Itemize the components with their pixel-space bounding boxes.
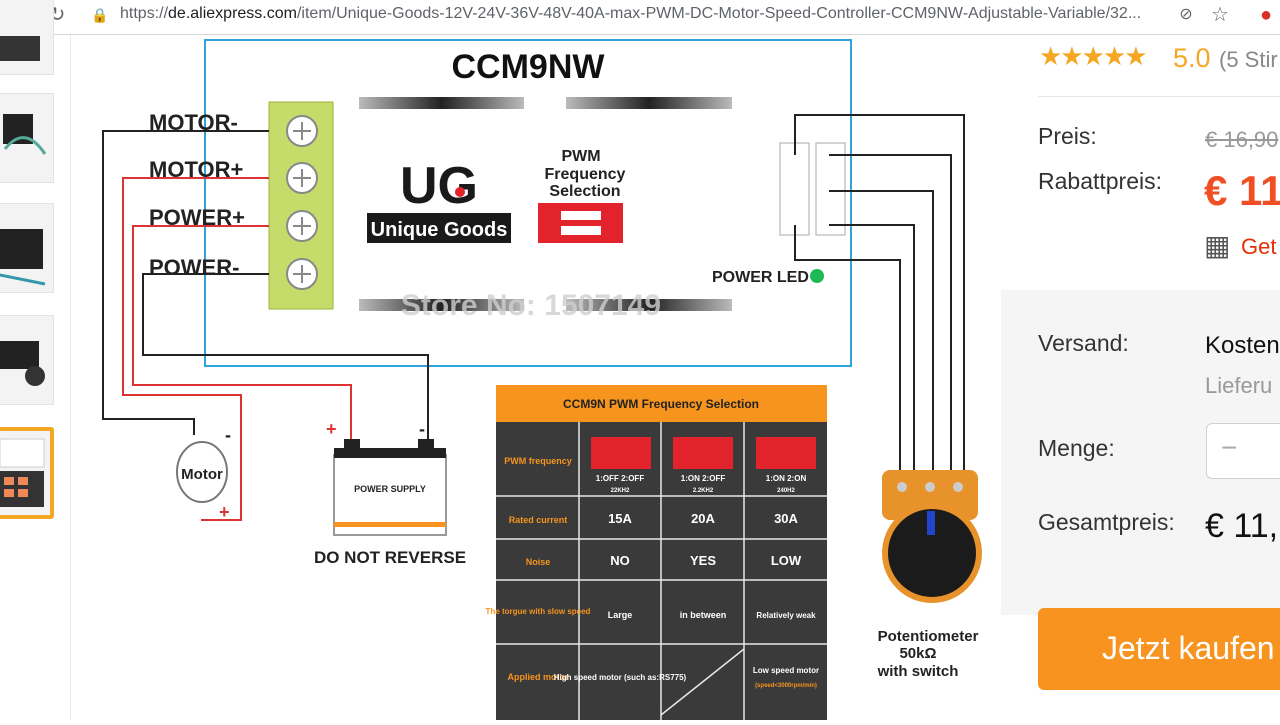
discount-label: Rabattpreis: [1038,168,1163,194]
thumbnail-2[interactable] [0,93,54,183]
brand-logo: UG [400,157,478,215]
current-cell-1: 15A [608,511,632,526]
thumbnail-1[interactable] [0,0,54,75]
get-coupon-link[interactable]: Get [1241,234,1277,259]
pwm-label-3: Selection [549,183,620,200]
pwm-label-2: Frequency [545,166,626,183]
brand-banner [367,213,511,243]
url-host: de.aliexpress.com [168,5,297,22]
total-label: Gesamtpreis: [1038,509,1175,535]
pot-label-3: with switch [877,663,959,680]
thumbnail-4[interactable] [0,315,54,405]
rating-stars-icon: ★★★★★ [1039,41,1148,71]
pot-label-2: 50kΩ [899,645,936,662]
table-title: CCM9N PWM Frequency Selection [563,397,759,411]
wiring-diagram: CCM9NW Store No: 1507149 MOTOR- MOTOR+ P… [102,39,982,720]
browser-toolbar: → ↻ 🔒 https://de.aliexpress.com/item/Uni… [0,0,1280,35]
rating-count[interactable]: (5 Stir [1219,47,1278,72]
original-price: € 16,90 [1205,127,1279,152]
battery-label: POWER SUPPLY [354,484,426,494]
buy-now-button[interactable]: Jetzt kaufen [1038,608,1280,690]
row-label-torque: The torgue with slow speed [486,607,591,616]
freq-cell-3: 1:ON 2:ON [766,474,807,483]
motor-minus-sign: - [225,425,231,445]
heatsink-bar [566,97,732,109]
row-label-frequency: PWM frequency [504,456,572,466]
motor-plus-sign: + [219,502,230,522]
shipping-label: Versand: [1038,330,1129,356]
freq-cell-2: 1:ON 2:OFF [681,474,726,483]
address-bar[interactable]: https://de.aliexpress.com/item/Unique-Go… [120,5,1160,23]
row-label-noise: Noise [526,557,551,567]
pot-connector [815,142,846,236]
applied-cell-1: High speed motor (such as:RS775) [554,673,687,682]
shipping-value[interactable]: Kosten [1205,332,1280,359]
pwm-label-1: PWM [561,148,600,165]
extension-icon[interactable]: ● [1259,4,1273,26]
motor [176,441,228,503]
applied-sub-3: (speed<3000rpm/min) [755,683,817,689]
torque-cell-3: Relatively weak [756,611,816,620]
product-info-panel: ★★★★★ 5.0 (5 Stir Preis: € 16,90 Rabattp… [1001,35,1280,720]
watermark: Store No: 1507149 [401,289,661,322]
freq-cell-1: 1:OFF 2:OFF [596,474,645,483]
delivery-info: Lieferu [1205,373,1273,398]
lock-icon[interactable]: 🔒 [91,7,109,23]
row-label-applied: Applied motor [508,672,569,682]
pot-label-1: Potentiometer [878,628,979,645]
freq-sub-1: 22KH2 [611,488,630,494]
price-label: Preis: [1038,123,1097,149]
battery-plus-sign: + [326,419,337,439]
power-led [810,269,824,283]
freq-sub-2: 2.2KH2 [693,488,714,494]
brand-logo-dot [455,187,465,197]
brand-name: Unique Goods [371,219,508,241]
noise-cell-3: LOW [771,553,802,568]
current-cell-3: 30A [774,511,798,526]
noise-cell-1: NO [610,553,630,568]
current-cell-2: 20A [691,511,715,526]
freq-sub-3: 240H2 [777,488,795,494]
quantity-decrease-button[interactable]: − [1221,432,1238,463]
quantity-label: Menge: [1038,435,1115,461]
rating-value: 5.0 [1173,43,1211,73]
potentiometer-knob [888,509,976,597]
board-title: CCM9NW [452,48,606,86]
url-prefix: https:// [120,5,169,22]
qr-code-icon[interactable]: ▦ [1204,230,1231,261]
translate-icon[interactable]: ⊘ [1179,6,1193,23]
torque-cell-1: Large [608,610,633,620]
thumbnail-5-active[interactable] [0,427,54,519]
do-not-reverse-label: DO NOT REVERSE [314,548,466,567]
product-image-diagram: CCM9NW Store No: 1507149 MOTOR- MOTOR+ P… [70,35,1002,720]
discount-price: € 11 [1204,167,1280,214]
torque-cell-2: in between [680,610,727,620]
noise-cell-2: YES [690,553,716,568]
potentiometer-body [882,470,978,520]
heatsink-bar [566,299,732,311]
dip-switch [538,203,623,243]
total-price: € 11, [1205,507,1279,545]
quantity-stepper[interactable]: − [1206,423,1280,479]
heatsink-bar [359,97,524,109]
battery-minus-sign: - [419,419,425,439]
heatsink-bar [359,299,524,311]
frequency-table: CCM9N PWM Frequency Selection PWM freque… [486,385,827,720]
divider [1038,96,1280,97]
buy-now-label: Jetzt kaufen [1102,630,1275,666]
applied-cell-3: Low speed motor [753,666,819,675]
motor-label: Motor [181,466,223,483]
bookmark-star-icon[interactable]: ☆ [1211,4,1229,26]
terminal-label-power-minus: POWER- [149,255,239,280]
led-connector [779,142,810,236]
thumbnail-list [0,0,60,720]
row-label-current: Rated current [509,515,568,525]
thumbnail-3[interactable] [0,203,54,293]
power-led-label: POWER LED [712,269,809,286]
url-path: /item/Unique-Goods-12V-24V-36V-48V-40A-m… [296,5,1142,22]
